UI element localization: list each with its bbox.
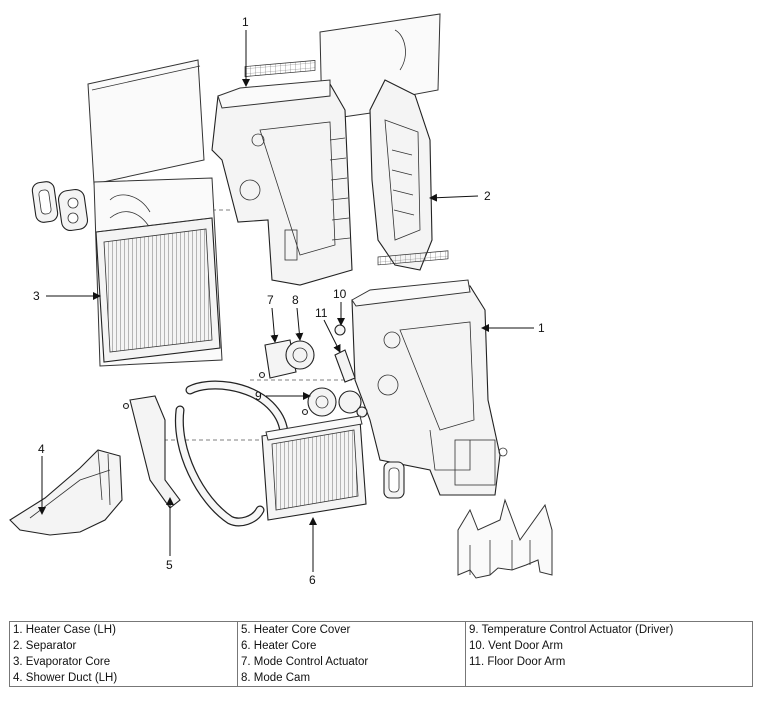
- legend-item: 8. Mode Cam: [241, 672, 311, 684]
- legend-item: 4. Shower Duct (LH): [13, 672, 118, 684]
- legend-column-1: 1. Heater Case (LH) 2. Separator 3. Evap…: [9, 621, 238, 687]
- callout-1-right: 1: [538, 321, 545, 335]
- callout-5: 5: [166, 558, 173, 572]
- panel-sheet-top-left: [87, 59, 205, 185]
- callout-8: 8: [292, 293, 299, 307]
- callout-11: 11: [315, 306, 328, 320]
- legend-item: 9. Temperature Control Actuator (Driver): [469, 624, 674, 636]
- callout-3: 3: [33, 289, 40, 303]
- shower-duct: [9, 449, 123, 536]
- callout-7: 7: [267, 293, 274, 307]
- foam-panels: [457, 498, 553, 579]
- small-gasket: [383, 461, 405, 499]
- legend-item: 7. Mode Control Actuator: [241, 656, 369, 668]
- callout-2: 2: [484, 189, 491, 203]
- legend-column-2: 5. Heater Core Cover 6. Heater Core 7. M…: [237, 621, 466, 687]
- legend-item: 3. Evaporator Core: [13, 656, 111, 668]
- legend-item: 1. Heater Case (LH): [13, 624, 116, 636]
- parts-legend-table: 1. Heater Case (LH) 2. Separator 3. Evap…: [9, 621, 753, 687]
- legend-item: 5. Heater Core Cover: [241, 624, 351, 636]
- callout-10: 10: [333, 287, 347, 301]
- legend-column-3: 9. Temperature Control Actuator (Driver)…: [465, 621, 753, 687]
- exploded-diagram: 1 2 3 1 7 8 10 11 9 4 5 6: [9, 13, 553, 587]
- heater-core: [261, 415, 367, 521]
- heater-core-cover: [122, 395, 181, 509]
- legend-item: 11. Floor Door Arm: [469, 656, 566, 668]
- callout-1-top: 1: [242, 15, 249, 29]
- separator-part: [369, 79, 433, 271]
- callout-9: 9: [255, 389, 262, 403]
- heater-case-lower: [351, 250, 508, 496]
- heater-case-upper: [211, 60, 353, 286]
- gaskets: [31, 181, 89, 231]
- legend-item: 2. Separator: [13, 640, 77, 652]
- evaporator-core: [93, 177, 223, 367]
- mode-actuator-parts: [258, 324, 368, 418]
- callout-6: 6: [309, 573, 316, 587]
- legend-item: 10. Vent Door Arm: [469, 640, 563, 652]
- legend-item: 6. Heater Core: [241, 640, 317, 652]
- callout-4: 4: [38, 442, 45, 456]
